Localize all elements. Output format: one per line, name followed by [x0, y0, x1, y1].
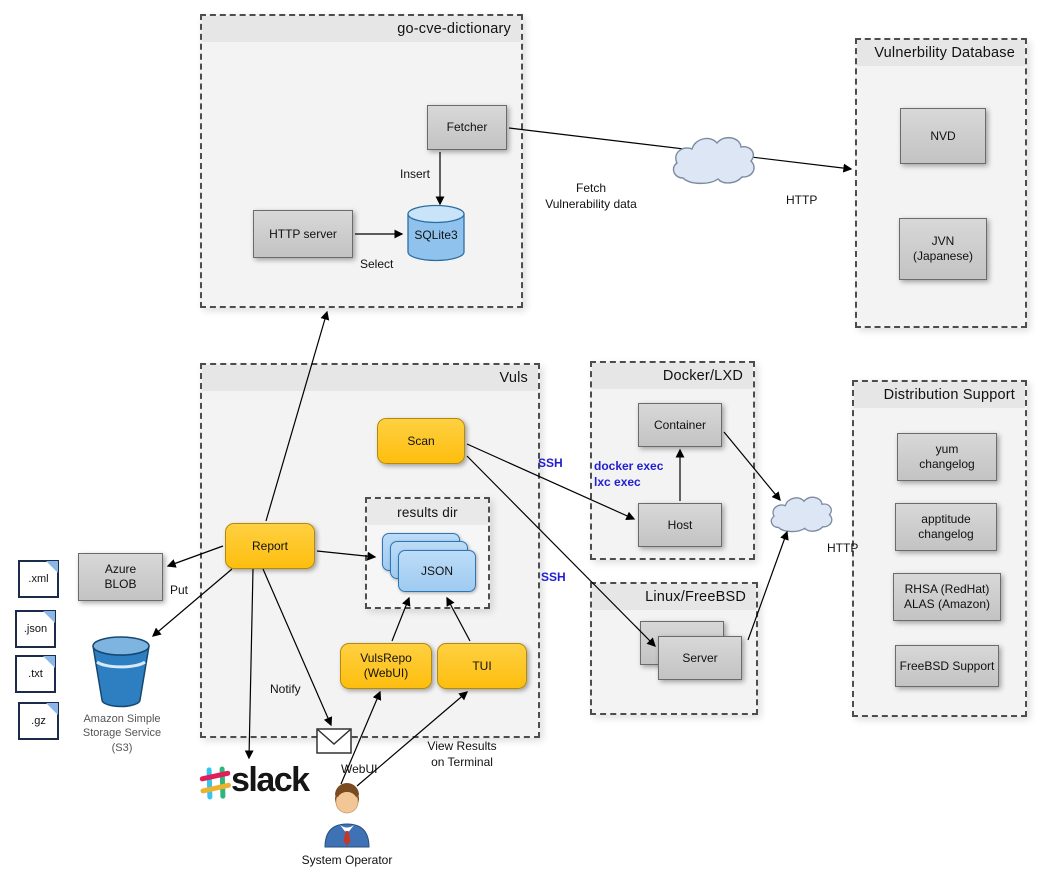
node-vulsrepo: VulsRepo (WebUI) — [340, 643, 432, 689]
edge-label-select: Select — [360, 257, 394, 271]
system-operator-label: System Operator — [301, 853, 393, 867]
node-report: Report — [225, 523, 315, 569]
internet-cloud-icon — [672, 136, 755, 185]
group-title-go-cve-dictionary: go-cve-dictionary — [202, 16, 521, 42]
node-host: Host — [638, 503, 722, 547]
file-icon-gz: .gz — [18, 702, 59, 740]
edge-label-put: Put — [170, 583, 189, 597]
http-cloud-icon — [770, 496, 833, 533]
group-title-vulnerability-database: Vulnerbility Database — [857, 40, 1025, 66]
edge-label-http-right: HTTP — [827, 541, 859, 555]
node-sqlite3-label: SQLite3 — [414, 228, 458, 242]
system-operator-avatar — [324, 783, 370, 848]
node-container: Container — [638, 403, 722, 447]
slack-wordmark: slack — [231, 761, 310, 799]
file-label-gz: .gz — [31, 715, 46, 727]
group-title-linux-freebsd: Linux/FreeBSD — [592, 584, 756, 610]
file-label-xml: .xml — [28, 573, 49, 585]
node-server: Server — [658, 636, 742, 680]
node-http-server: HTTP server — [253, 210, 353, 258]
file-label-json: .json — [23, 623, 48, 635]
group-title-results-dir: results dir — [367, 499, 488, 525]
edge-label-view-results: View Results on Terminal — [427, 739, 497, 769]
node-nvd: NVD — [900, 108, 986, 164]
group-go-cve-dictionary: go-cve-dictionary — [200, 14, 523, 308]
node-freebsd-support: FreeBSD Support — [895, 645, 999, 687]
edge-label-fetch: Fetch Vulnerability data — [545, 181, 637, 211]
file-icon-xml: .xml — [18, 560, 59, 598]
edge-label-http-top: HTTP — [786, 193, 818, 207]
node-yum-changelog: yum changelog — [897, 433, 997, 481]
node-azure-blob: Azure BLOB — [78, 553, 163, 601]
s3-bucket-icon — [92, 636, 150, 708]
file-label-txt: .txt — [28, 668, 43, 680]
node-scan: Scan — [377, 418, 465, 464]
node-apptitude-changelog: apptitude changelog — [895, 503, 997, 551]
node-rhsa-alas: RHSA (RedHat) ALAS (Amazon) — [893, 573, 1001, 621]
group-title-vuls: Vuls — [202, 365, 538, 391]
s3-caption: Amazon Simple Storage Service (S3) — [82, 713, 162, 754]
node-json: JSON — [398, 550, 476, 592]
group-title-docker-lxd: Docker/LXD — [592, 363, 753, 389]
node-fetcher: Fetcher — [427, 105, 507, 150]
edge-label-webui: WebUI — [341, 762, 378, 776]
file-icon-txt: .txt — [15, 655, 56, 693]
edge-label-ssh-docker: SSH — [538, 456, 563, 470]
edge-label-notify: Notify — [270, 682, 301, 696]
group-vulnerability-database: Vulnerbility Database — [855, 38, 1027, 328]
file-icon-json: .json — [15, 610, 56, 648]
node-tui: TUI — [437, 643, 527, 689]
edge-label-ssh-linux: SSH — [541, 570, 566, 584]
edge-label-docker-exec: docker exec lxc exec — [594, 459, 664, 489]
node-jvn: JVN (Japanese) — [899, 218, 987, 280]
group-title-distribution-support: Distribution Support — [854, 382, 1025, 408]
arrow-fetcher-to-vulndb — [508, 127, 853, 173]
edge-label-insert: Insert — [400, 167, 431, 181]
slack-hash-icon — [199, 766, 231, 800]
